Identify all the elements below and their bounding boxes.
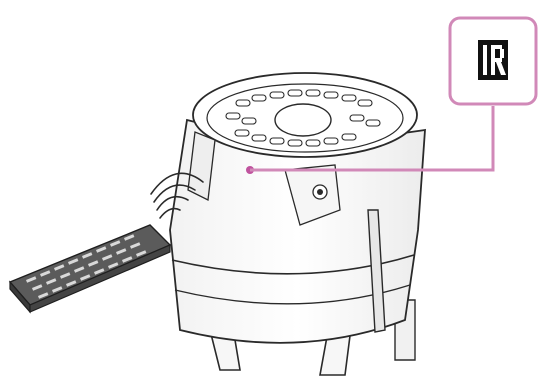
party-speaker-icon <box>170 73 425 375</box>
ir-callout-box: IR <box>450 18 536 104</box>
remote-control-icon <box>10 225 170 312</box>
